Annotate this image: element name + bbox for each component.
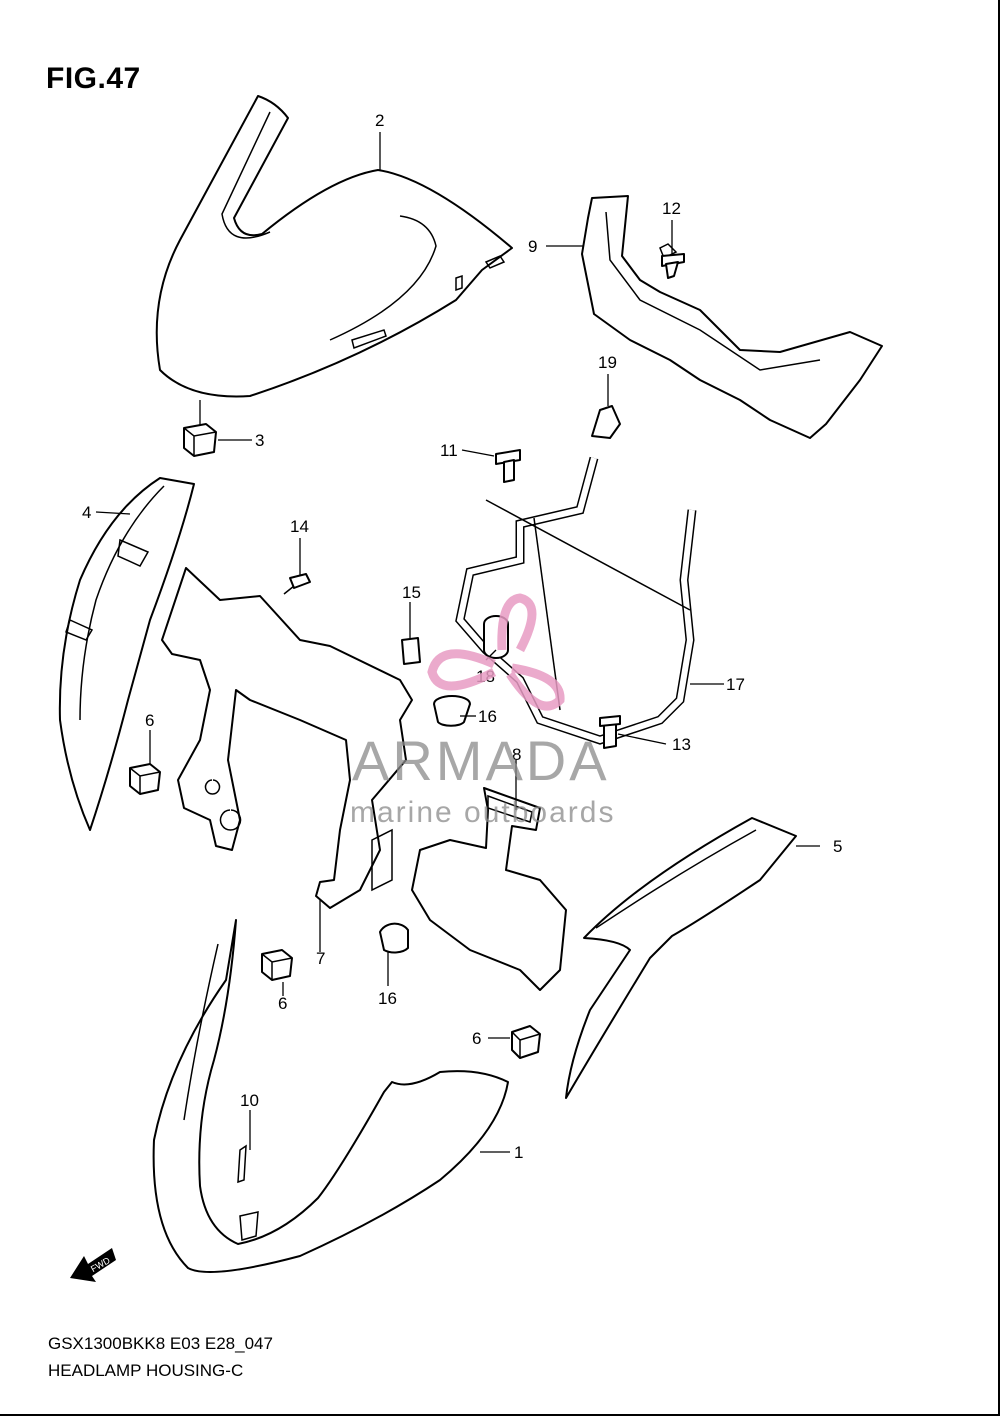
callout-13: 13 (672, 735, 691, 754)
callout-6-c: 6 (472, 1029, 481, 1048)
callout-1: 1 (514, 1143, 523, 1162)
part-19-clip (591, 405, 621, 439)
part-2-upper-cowl (155, 95, 513, 398)
callout-17: 17 (726, 675, 745, 694)
callout-16-a: 16 (478, 707, 497, 726)
part-6-cushion-c (511, 1025, 541, 1059)
callout-6-a: 6 (145, 711, 154, 730)
callout-6-b: 6 (278, 994, 287, 1013)
callout-14: 14 (290, 517, 309, 536)
part-8-duct (411, 787, 567, 991)
callout-15: 15 (402, 583, 421, 602)
watermark-tagline: marine outboards (350, 796, 615, 829)
part-12-clip (661, 253, 685, 279)
part-17-pipe-frame (455, 456, 697, 745)
part-7-bracket (161, 567, 413, 909)
callout-10: 10 (240, 1091, 259, 1110)
part-1-lower-cowl (152, 919, 509, 1273)
fwd-arrow-icon: FWD (70, 1248, 116, 1282)
callout-11: 11 (440, 441, 458, 460)
callout-7: 7 (316, 949, 325, 968)
part-6-cushion-a (129, 763, 161, 795)
part-14-screw (283, 573, 311, 595)
part-9-stay (581, 195, 883, 439)
watermark-brand: ARMADA (352, 729, 610, 792)
watermark: ARMADA marine outboards (350, 593, 615, 829)
part-6-cushion-b (261, 949, 293, 981)
figure-title: FIG.47 (46, 62, 141, 95)
part-4-left-cover (58, 477, 195, 831)
callout-8: 8 (512, 745, 521, 764)
part-3-cushion (183, 423, 217, 457)
callout-2: 2 (375, 111, 384, 130)
model-code: GSX1300BKK8 E03 E28_047 (48, 1334, 273, 1353)
callout-4: 4 (82, 503, 91, 522)
callout-12: 12 (662, 199, 681, 218)
part-16-grommet-b (379, 922, 409, 954)
diagram-caption: HEADLAMP HOUSING-C (48, 1361, 244, 1380)
callout-3: 3 (255, 431, 264, 450)
propeller-logo-icon (427, 593, 565, 711)
part-5-right-cover (565, 817, 797, 1099)
callout-9: 9 (528, 237, 537, 256)
part-15-nut (401, 637, 421, 665)
part-11-bolt (495, 449, 521, 483)
callout-19: 19 (598, 353, 617, 372)
part-16-grommet-a (433, 695, 471, 727)
callout-5: 5 (833, 837, 842, 856)
callout-16-b: 16 (378, 989, 397, 1008)
callout-labels: 1 2 3 4 5 6 6 6 7 8 9 10 11 12 13 14 15 … (82, 111, 842, 1162)
diagram-footer: GSX1300BKK8 E03 E28_047 HEADLAMP HOUSING… (48, 1330, 273, 1384)
part-13-bolt (599, 715, 621, 749)
